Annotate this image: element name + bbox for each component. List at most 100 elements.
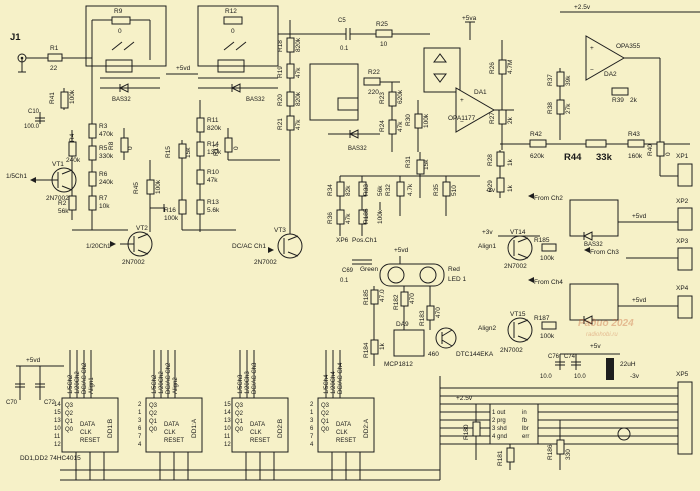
resistors-r28-r29: R28 1k R29 1k — [487, 150, 514, 198]
svg-text:From Ch2: From Ch2 — [534, 195, 563, 202]
ic-pin-label: Q0 — [321, 427, 330, 433]
attenuator-ch1-left: R41 100k C10 100.0 R3 470k R5 330k R6 24… — [24, 88, 134, 231]
ic-pin-label: Q2 — [65, 411, 74, 417]
ic-pin-number: 13 — [224, 418, 231, 424]
ic-pin-label: CLK — [336, 430, 348, 436]
svg-text:100k: 100k — [423, 113, 430, 128]
svg-text:DD1,DD2 74HC4015: DD1,DD2 74HC4015 — [20, 455, 81, 462]
ic-output-label: 1/20Ch4 — [331, 371, 337, 394]
ic-output-label: 1/5Ch2 — [152, 374, 158, 394]
ic-pin-number: 10 — [54, 426, 61, 432]
input-j1: J1 — [10, 32, 48, 73]
svg-text:R4: R4 — [69, 133, 76, 142]
svg-text:R25: R25 — [376, 21, 388, 28]
svg-text:R11: R11 — [207, 117, 219, 124]
svg-text:330: 330 — [565, 449, 572, 460]
svg-text:22: 22 — [50, 65, 58, 72]
svg-text:R5: R5 — [99, 145, 108, 152]
net-plus2-5v-top: +2.5v — [560, 4, 700, 13]
svg-text:2k: 2k — [507, 116, 514, 124]
svg-text:+5vd: +5vd — [394, 247, 409, 254]
svg-text:err: err — [522, 434, 529, 440]
svg-text:240k: 240k — [66, 157, 81, 164]
svg-text:R31: R31 — [405, 156, 412, 168]
ic-pin-label: Q1 — [149, 419, 158, 425]
svg-text:R37: R37 — [547, 74, 554, 86]
ic-pin-number: 3 — [138, 418, 142, 424]
ic-output-label: 1/20Ch2 — [75, 371, 81, 394]
ic-pin-number: 4 — [138, 442, 142, 448]
ic-pin-number: 14 — [54, 402, 61, 408]
attenuator-ch1-middle: R11 820k R14 130k R10 47k R13 5.6k R15 1… — [164, 100, 280, 232]
opamp-da2: + − OPA355 DA2 — [585, 35, 660, 81]
svg-text:2N7002: 2N7002 — [46, 195, 69, 202]
svg-text:R38: R38 — [547, 102, 554, 114]
svg-text:C74: C74 — [564, 354, 576, 360]
svg-text:2N7002: 2N7002 — [504, 263, 527, 270]
svg-text:R44: R44 — [564, 152, 582, 163]
svg-text:R40: R40 — [647, 144, 654, 156]
ic-pin-number: 12 — [224, 442, 231, 448]
ic-output-label: DC/AC Ch3 — [252, 362, 258, 394]
svg-text:R9: R9 — [114, 8, 123, 15]
svg-text:+5va: +5va — [462, 15, 477, 22]
regulator-block: +2.5v 1 out 2 prg 3 shd 4 gnd in fb lbr … — [456, 395, 631, 470]
svg-text:100k: 100k — [540, 255, 555, 262]
svg-text:R45: R45 — [133, 182, 140, 194]
svg-text:R180: R180 — [463, 424, 470, 440]
svg-text:47k: 47k — [295, 67, 302, 78]
svg-text:R16: R16 — [164, 207, 176, 214]
svg-text:R41: R41 — [49, 92, 56, 104]
svg-text:56k: 56k — [377, 185, 384, 196]
svg-text:10: 10 — [380, 41, 388, 48]
ic-output-label: 1/5Ch3 — [238, 374, 244, 394]
ic-pin-label: DATA — [164, 422, 179, 428]
svg-text:R187: R187 — [534, 315, 550, 322]
resistor-r40: R40 0 — [647, 58, 672, 176]
ic-ref: DD2:A — [363, 418, 370, 438]
ic-pin-number: 11 — [224, 434, 231, 440]
svg-text:10.0: 10.0 — [574, 374, 586, 380]
svg-text:C5: C5 — [338, 18, 346, 24]
svg-text:C10: C10 — [28, 109, 40, 115]
svg-text:100k: 100k — [164, 215, 179, 222]
svg-text:MCP1812: MCP1812 — [384, 361, 413, 368]
power-supply-filter: +5v C76 C74 10.0 10.0 22uH -3v — [540, 343, 640, 380]
svg-text:620k: 620k — [397, 89, 404, 104]
svg-text:C76: C76 — [548, 354, 560, 360]
svg-text:5.6k: 5.6k — [207, 207, 220, 214]
svg-text:DA9: DA9 — [396, 321, 409, 328]
ic-pin-number: 1 — [138, 410, 142, 416]
ic-output-label: 1/20Ch3 — [245, 371, 251, 394]
voltage-monitor-da9: DA9 MCP1812 460 DTC144EKA — [384, 321, 494, 368]
svg-text:4.7k: 4.7k — [407, 183, 414, 196]
svg-text:2N7002: 2N7002 — [500, 347, 523, 354]
svg-text:330k: 330k — [99, 153, 114, 160]
svg-text:620k: 620k — [530, 153, 545, 160]
svg-text:+5vd: +5vd — [632, 297, 647, 304]
ic-pin-number: 14 — [224, 410, 231, 416]
ic-ref: DD2:B — [277, 419, 284, 438]
connector-xp4: XP4 — [676, 285, 693, 319]
digital-supply: +5vd C70 C72 DD1,DD2 74HC4015 — [6, 357, 81, 462]
ic-output-label: 1/5Ch2 — [68, 374, 74, 394]
capacitor-c5: C5 0.1 — [338, 18, 376, 52]
svg-text:470: 470 — [435, 307, 442, 318]
svg-text:DA1: DA1 — [474, 89, 487, 96]
connector-xp1: XP1 — [660, 153, 693, 187]
ic-pin-label: Q0 — [235, 427, 244, 433]
svg-text:R185: R185 — [363, 208, 370, 224]
svg-text:−: − — [590, 67, 594, 74]
sig-align1: Align1 — [478, 243, 496, 250]
svg-text:R30: R30 — [405, 114, 412, 126]
ic-pin-label: CLK — [250, 430, 262, 436]
ic-pin-number: 6 — [138, 426, 142, 432]
svg-text:470k: 470k — [99, 131, 114, 138]
svg-text:1 out: 1 out — [492, 410, 506, 416]
svg-text:XP2: XP2 — [676, 198, 689, 205]
from-ch3-block: From Ch3 — [584, 247, 678, 259]
svg-text:R15: R15 — [165, 146, 172, 158]
svg-text:Pos.Ch1: Pos.Ch1 — [352, 237, 377, 244]
svg-text:+5vd: +5vd — [26, 357, 41, 364]
